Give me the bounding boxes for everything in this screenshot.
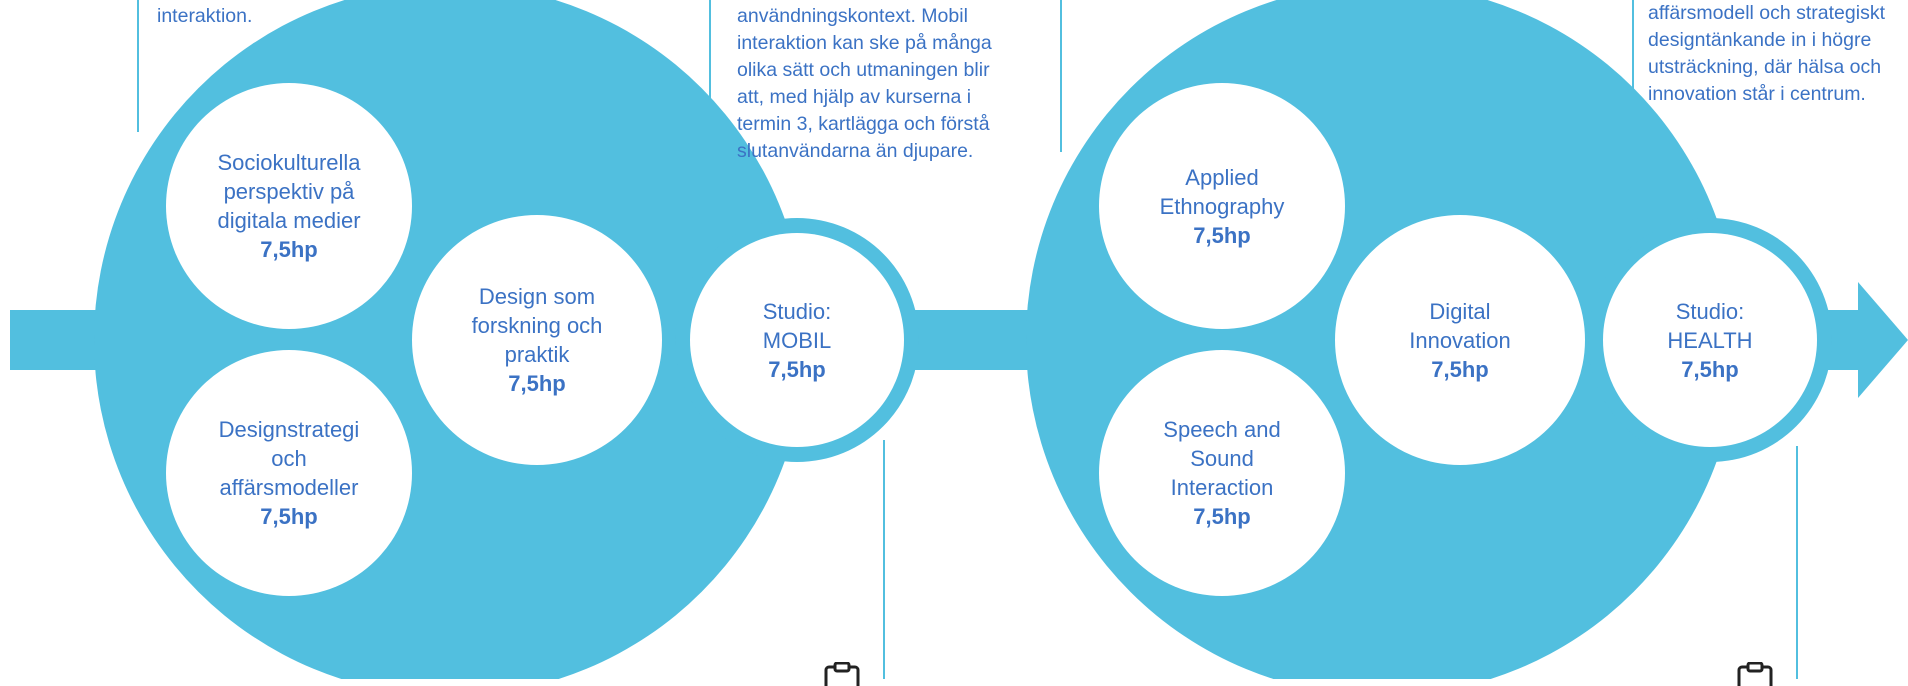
course-title-line: Studio: [762, 298, 832, 324]
course-title-line: Studio: [1675, 298, 1745, 324]
course-title-line: affärsmodeller [219, 475, 359, 500]
course-title-line: Ethnography [1159, 193, 1285, 219]
course-credits: 7,5hp [1193, 504, 1251, 529]
course-title-line: praktik [504, 342, 570, 367]
course-speech-and-sound: Speech and Sound Interaction 7,5hp [1102, 353, 1342, 593]
course-circle-digital-innovation [1335, 215, 1585, 465]
description-text-3: affärsmodell och strategiskt designtänka… [1648, 2, 1885, 105]
course-circle-designstrategi [166, 350, 412, 596]
course-title-line: perspektiv på [223, 179, 355, 204]
course-circle-applied-ethnography [1099, 83, 1345, 329]
description-text-1: interaktion. [157, 5, 253, 27]
course-title-line: Speech and [1163, 417, 1281, 442]
course-title-line: MOBIL [762, 327, 832, 353]
course-applied-ethnography: Applied Ethnography 7,5hp [1102, 86, 1342, 326]
course-design-som-forskning: Design som forskning och praktik 7,5hp [417, 220, 657, 460]
course-title-line: Sociokulturella [217, 150, 361, 175]
course-credits: 7,5hp [1431, 356, 1489, 382]
course-circle-design-som-forskning [412, 215, 662, 465]
course-credits: 7,5hp [508, 371, 566, 396]
flow-band-left [10, 310, 110, 370]
course-credits: 7,5hp [768, 356, 826, 382]
course-title-line: Interaction [1170, 475, 1274, 500]
clipboard-icon [1737, 662, 1773, 686]
course-credits: 7,5hp [1193, 222, 1251, 248]
course-title-line: Applied [1185, 164, 1259, 190]
course-circle-studio-health [1603, 233, 1817, 447]
course-circle-sociokulturella [166, 83, 412, 329]
course-title-line: och [271, 446, 307, 471]
course-title-line: forskning och [471, 313, 603, 338]
course-title-line: Sound [1190, 446, 1254, 471]
course-studio-mobil: Studio: MOBIL 7,5hp [697, 240, 897, 440]
flow-arrowhead [1858, 282, 1908, 398]
course-title-line: Designstrategi [218, 417, 360, 442]
course-sociokulturella-perspektiv: Sociokulturella perspektiv på digitala m… [169, 86, 409, 326]
course-credits: 7,5hp [260, 237, 318, 262]
course-title-line: Innovation [1409, 327, 1511, 353]
description-text-2: användningskontext. Mobil interaktion ka… [737, 5, 992, 162]
course-title-line: Digital [1429, 298, 1491, 324]
course-title-line: HEALTH [1667, 327, 1753, 353]
course-title-line: Design som [478, 284, 596, 309]
course-designstrategi: Designstrategi och affärsmodeller 7,5hp [169, 353, 409, 593]
course-credits: 7,5hp [1681, 356, 1739, 382]
course-circle-studio-mobil [690, 233, 904, 447]
course-credits: 7,5hp [260, 504, 318, 529]
course-digital-innovation: Digital Innovation 7,5hp [1340, 220, 1580, 460]
course-title-line: digitala medier [217, 208, 361, 233]
clipboard-icon [824, 662, 860, 686]
course-studio-health: Studio: HEALTH 7,5hp [1610, 240, 1810, 440]
course-circle-speech-and-sound [1099, 350, 1345, 596]
